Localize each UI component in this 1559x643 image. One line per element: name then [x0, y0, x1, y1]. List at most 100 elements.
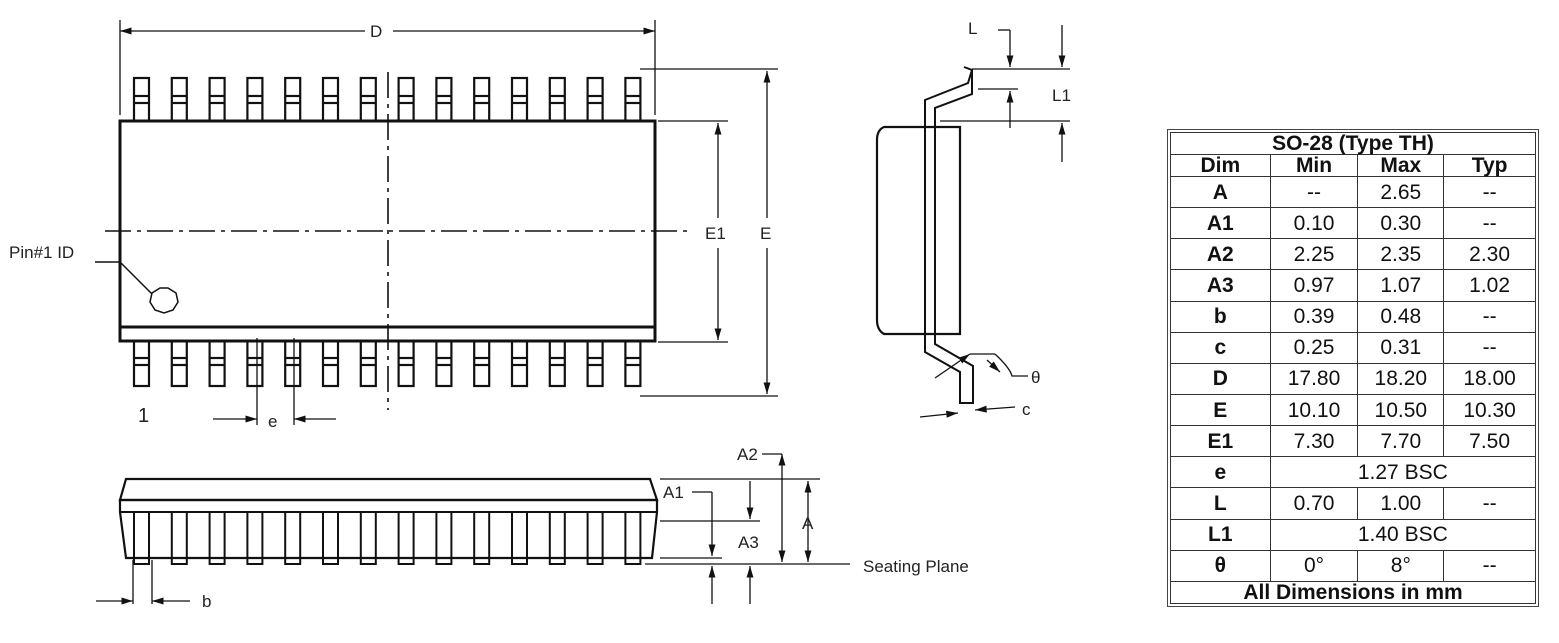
value-cell: 10.50 — [1357, 393, 1445, 427]
top-view — [95, 20, 778, 425]
front-lead — [284, 511, 302, 565]
value-cell: 0.48 — [1357, 300, 1445, 333]
lead — [321, 339, 340, 388]
value-cell: -- — [1443, 175, 1536, 209]
value-cell: 17.80 — [1269, 362, 1359, 395]
value-cell: 2.25 — [1269, 238, 1359, 271]
value-cell: 10.10 — [1269, 393, 1359, 427]
value-cell: 7.70 — [1357, 425, 1445, 458]
front-lead — [586, 511, 604, 565]
front-lead — [322, 511, 339, 565]
lead — [586, 339, 604, 388]
pitch-e-label: e — [268, 412, 277, 431]
lead — [510, 339, 529, 388]
dim-cell: e — [1170, 456, 1271, 489]
lead — [170, 76, 188, 123]
value-cell: -- — [1443, 549, 1536, 583]
value-cell: 8° — [1357, 549, 1445, 583]
l-label: L — [968, 19, 977, 38]
seating-plane-label: Seating Plane — [863, 557, 969, 576]
value-cell: 0.39 — [1269, 300, 1359, 333]
front-lead — [624, 511, 642, 565]
lead — [624, 339, 642, 388]
value-cell: 0.97 — [1269, 269, 1359, 302]
dim-cell: A — [1170, 175, 1271, 209]
lead — [359, 339, 377, 388]
front-body-top — [118, 477, 659, 502]
front-lead — [359, 511, 377, 565]
front-lead — [473, 511, 491, 565]
theta-label: θ — [1031, 368, 1040, 387]
value-cell: 2.65 — [1357, 175, 1445, 209]
header-cell: Min — [1269, 154, 1359, 177]
lead — [624, 76, 642, 123]
front-lead — [246, 511, 264, 565]
front-lead — [435, 511, 453, 565]
table-footer: All Dimensions in mm — [1170, 581, 1536, 604]
value-cell: 2.35 — [1357, 238, 1445, 271]
lead — [321, 76, 340, 123]
lead — [284, 76, 302, 123]
front-lead — [548, 511, 566, 565]
a-label: A — [802, 514, 814, 533]
value-cell: -- — [1269, 175, 1359, 209]
bsc-value-cell: 1.27 BSC — [1269, 456, 1537, 489]
c-label: c — [1022, 400, 1031, 419]
value-cell: 0.25 — [1269, 331, 1359, 364]
lead — [586, 76, 604, 123]
side-body — [875, 125, 962, 336]
table-title: SO-28 (Type TH) — [1170, 132, 1536, 155]
lead — [397, 339, 415, 388]
side-view — [875, 25, 1070, 418]
value-cell: 1.07 — [1357, 269, 1445, 302]
lead — [246, 76, 264, 123]
dim-cell: E1 — [1170, 425, 1271, 458]
front-lead — [511, 511, 528, 565]
lead — [548, 339, 566, 388]
e1-label: E1 — [705, 224, 726, 243]
dim-cell: D — [1170, 362, 1271, 395]
dim-cell: A2 — [1170, 238, 1271, 271]
gull-wing-lead — [924, 66, 974, 404]
lead — [435, 76, 453, 123]
lead — [473, 339, 491, 388]
b-label: b — [202, 592, 211, 611]
lead — [548, 76, 566, 123]
dim-cell: E — [1170, 393, 1271, 427]
a1-label: A1 — [663, 483, 684, 502]
pin-number-label: 1 — [138, 405, 149, 427]
lead — [397, 76, 415, 123]
lead — [246, 339, 264, 388]
lead — [435, 339, 453, 388]
header-cell: Typ — [1443, 154, 1536, 177]
value-cell: 0.31 — [1357, 331, 1445, 364]
value-cell: 2.30 — [1443, 238, 1536, 271]
front-lead — [397, 511, 415, 565]
lead — [284, 339, 302, 388]
bsc-value-cell: 1.40 BSC — [1269, 518, 1537, 551]
dim-cell: A1 — [1170, 207, 1271, 240]
e-label: E — [760, 224, 771, 243]
dim-cell: θ — [1170, 549, 1271, 583]
l1-label: L1 — [1052, 86, 1071, 105]
value-cell: -- — [1443, 487, 1536, 520]
lead — [208, 76, 226, 123]
dim-cell: L1 — [1170, 518, 1271, 551]
dim-cell: b — [1170, 300, 1271, 333]
lead — [473, 76, 491, 123]
front-lead — [133, 511, 150, 565]
front-body-bottom — [118, 498, 659, 560]
lead — [359, 76, 377, 123]
value-cell: 0° — [1269, 549, 1359, 583]
